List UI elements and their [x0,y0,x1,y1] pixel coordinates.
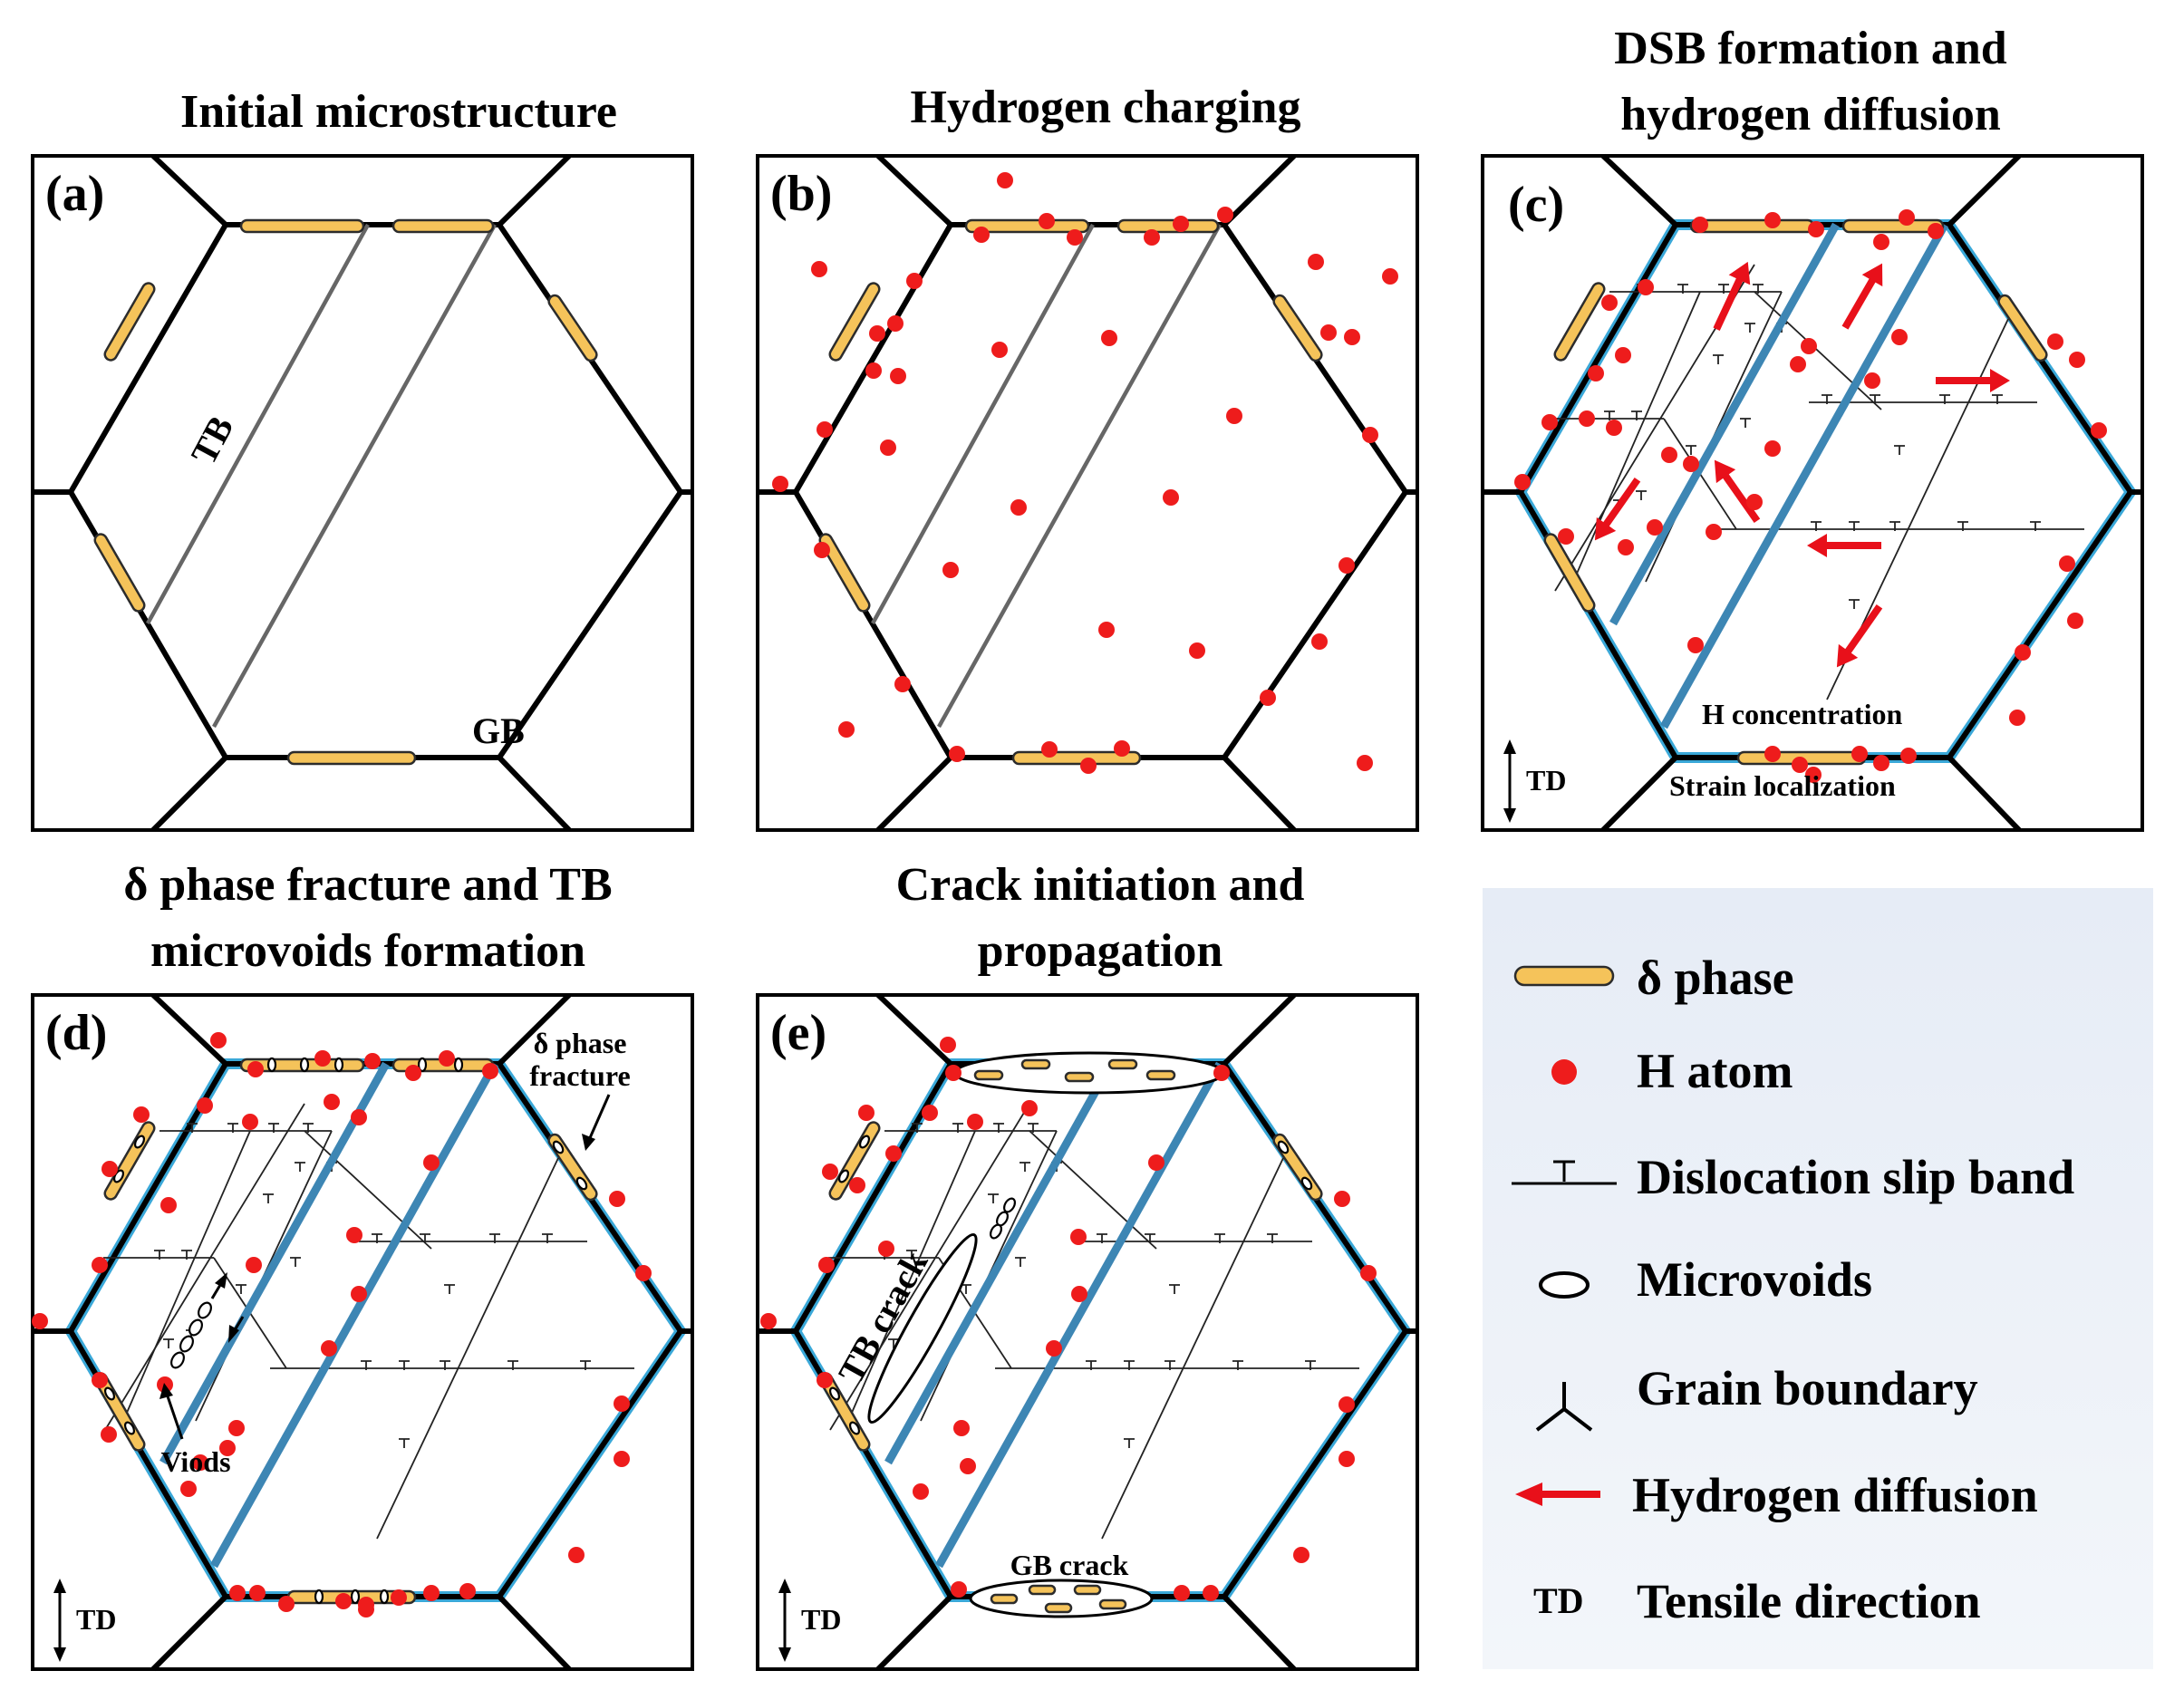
grain-boundary-network [33,153,692,833]
grain-boundary-network [33,992,692,1672]
tb-label: TB [183,410,242,471]
diffusion-arrow-icon [1515,1482,1600,1506]
legend-item-delta: δ phase [1513,951,1794,1005]
td-arrow-icon [778,1579,791,1662]
microvoid-icon [1539,1271,1590,1299]
legend-item-grain-boundary: Grain boundary [1535,1361,1978,1432]
grain-boundary-network [758,992,1417,1672]
twin-boundary [937,223,1222,729]
fractured-delta-phases [93,1057,598,1605]
grain-boundary-network [1483,153,2142,833]
h-concentration-label: H concentration [1702,698,1903,730]
strained-twin-boundary [884,1061,1115,1465]
tb-microvoids [170,1301,212,1369]
tb-microvoids [990,1197,1016,1240]
panel-d-title-line2: microvoids formation [150,925,585,977]
legend-label: δ phase [1637,951,1794,1005]
panel-a: TB GB (a) [31,153,694,833]
strained-twin-boundary [159,1061,390,1465]
fractured-delta-phases [818,1121,1323,1452]
h-atoms [32,1032,652,1618]
td-label: TD [801,1603,841,1636]
panel-frame [31,154,694,832]
delta-phases [818,218,1323,766]
panel-label-d: (d) [45,1005,107,1061]
dislocation-slip-bands [103,1103,634,1540]
legend-item-slip-band: Dislocation slip band [1512,1150,2074,1204]
legend-item-microvoid: Microvoids [1539,1252,1872,1307]
h-atoms [772,172,1398,774]
legend-item-h-atom: H atom [1551,1044,1793,1098]
delta-fracture-label-line1: δ phase [534,1027,627,1059]
panel-c: H concentration Strain localization TD (… [1481,153,2144,833]
panel-b-title: Hydrogen charging [911,82,1301,133]
panel-d: Viods δ phase fracture TD (d) [31,992,694,1672]
strained-twin-boundary [935,1061,1223,1569]
legend-item-hydrogen-diffusion: Hydrogen diffusion [1515,1468,2038,1522]
legend-label: Hydrogen diffusion [1632,1468,2038,1522]
gb-crack-top [953,1051,1225,1095]
h-atom-icon [1551,1059,1577,1085]
dislocation-icon [1512,1160,1617,1185]
td-label: TD [1526,764,1566,797]
delta-fracture-label-line2: fracture [529,1059,630,1092]
gb-label: GB [472,710,525,751]
h-atoms [1514,209,2107,783]
tb-crack-outline [867,1232,978,1424]
delta-phase-icon [1513,965,1615,987]
panel-d-title-line1: δ phase fracture and TB [123,859,612,911]
legend-label: H atom [1637,1044,1793,1098]
td-abbr: TD [1533,1580,1584,1621]
grain-boundary-network [758,153,1417,833]
panel-e-title-line2: propagation [978,925,1223,977]
twin-boundary [212,223,497,729]
delta-fracture-pointer-arrow [587,1094,611,1141]
strained-twin-boundary [1609,222,1840,626]
twin-boundary [146,223,370,625]
grain-boundary-icon [1535,1382,1593,1432]
panel-label-e: (e) [770,1005,826,1061]
legend-label: Tensile direction [1637,1574,1981,1628]
dislocation-slip-bands [828,1103,1359,1540]
panel-e: TB crack GB crack TD (e) [756,992,1419,1672]
panel-label-b: (b) [770,166,832,222]
h-atoms [760,1037,1377,1601]
legend-background [1483,888,2153,1669]
panel-c-title-line2: hydrogen diffusion [1620,89,2001,140]
panel-e-title-line1: Crack initiation and [896,859,1305,911]
gb-crack-label: GB crack [1010,1549,1129,1581]
panel-label-c: (c) [1508,177,1564,233]
viods-label: Viods [160,1445,230,1478]
panel-label-a: (a) [45,166,104,222]
panel-b: (b) [756,153,1419,833]
strained-twin-boundary [210,1061,498,1569]
legend-label: Grain boundary [1637,1361,1978,1415]
td-arrow-icon [53,1579,66,1662]
twin-boundary [871,223,1095,625]
panel-frame [31,993,694,1671]
strain-localization-label: Strain localization [1669,769,1896,802]
legend-label: Microvoids [1637,1252,1872,1307]
legend-item-td: TD Tensile direction [1533,1574,1981,1628]
viods-pointer-head [159,1383,173,1399]
td-arrow-icon [1503,739,1516,823]
legend-label: Dislocation slip band [1637,1150,2074,1204]
delta-phases [93,218,598,766]
gb-crack-bottom [969,1579,1154,1618]
viods-pointer-arrow [165,1393,184,1440]
delta-fracture-pointer-head [582,1134,595,1151]
td-label: TD [76,1603,116,1636]
panel-c-title-line1: DSB formation and [1614,23,2006,74]
panel-a-title: Initial microstructure [180,86,617,138]
shear-arrows-icon [210,1272,245,1343]
hydrogen-diffusion-arrows [1594,261,2010,668]
legend: δ phase H atom Dislocation slip band Mic… [1483,888,2153,1669]
strained-twin-boundary [1660,222,1948,729]
